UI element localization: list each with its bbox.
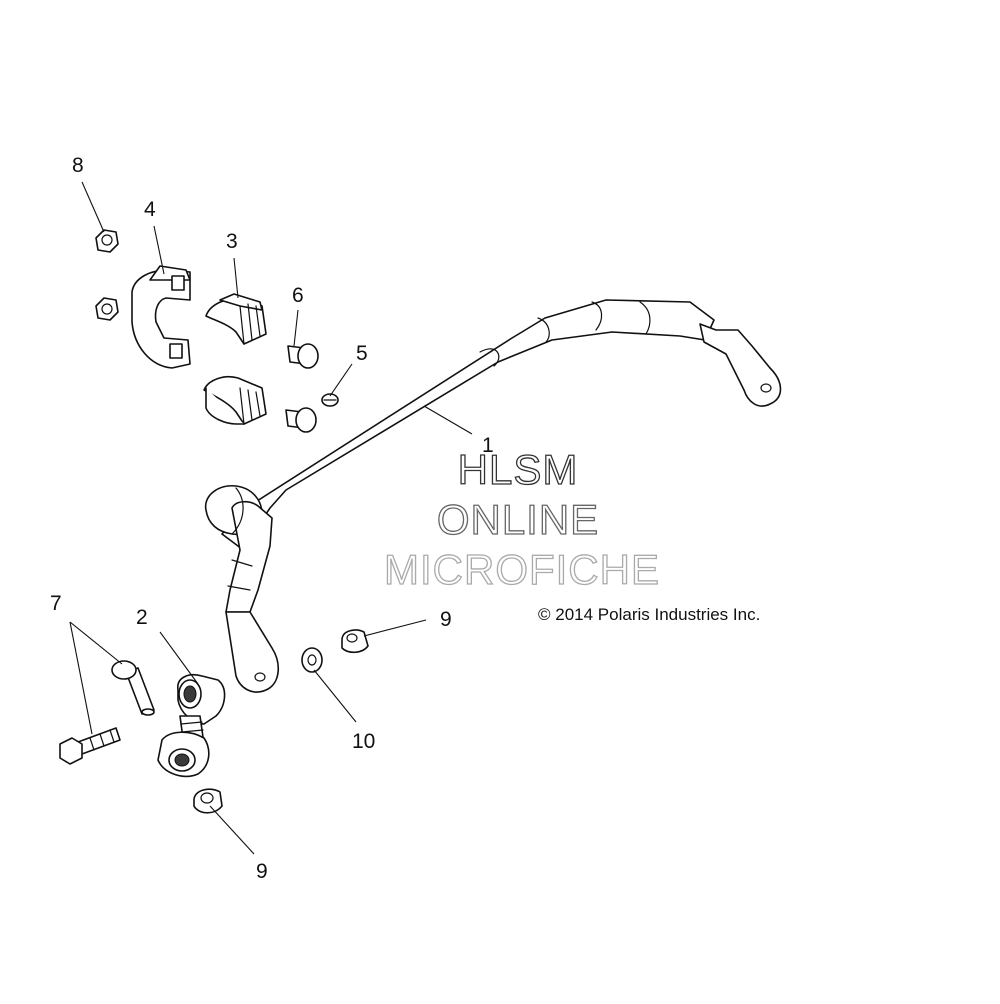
stabilizer-link — [157, 674, 226, 778]
watermark-line-2: ONLINE — [437, 496, 599, 543]
link-bolt-upper — [111, 660, 155, 716]
callout-7: 7 — [50, 592, 62, 615]
bolt-lower — [285, 407, 317, 433]
callout-1: 1 — [482, 434, 494, 457]
callout-6: 6 — [292, 284, 304, 307]
stabilizer-bar — [204, 299, 782, 693]
callout-10: 10 — [352, 730, 375, 753]
callout-2: 2 — [136, 606, 148, 629]
washer — [301, 647, 323, 673]
callout-9-lower: 9 — [256, 860, 268, 883]
callout-8: 8 — [72, 154, 84, 177]
nut-flange-right — [341, 629, 369, 654]
watermark-line-1: HLSM — [458, 446, 579, 493]
bushing-bracket — [131, 265, 191, 369]
callout-5: 5 — [356, 342, 368, 365]
nut-top — [95, 229, 119, 253]
callout-3: 3 — [226, 230, 238, 253]
nut-flange-bottom — [193, 788, 223, 814]
link-bolt-lower — [59, 727, 121, 765]
bolt-upper — [287, 343, 319, 369]
bushing-upper — [205, 293, 267, 345]
bushing-lower — [203, 375, 267, 425]
callout-9-upper: 9 — [440, 608, 452, 631]
copyright-text: © 2014 Polaris Industries Inc. — [538, 605, 760, 624]
watermark-line-3: MICROFICHE — [384, 546, 660, 593]
screw-small — [321, 393, 339, 407]
nut-mid — [95, 297, 119, 321]
callout-4: 4 — [144, 198, 156, 221]
leader-lines — [69, 181, 473, 855]
